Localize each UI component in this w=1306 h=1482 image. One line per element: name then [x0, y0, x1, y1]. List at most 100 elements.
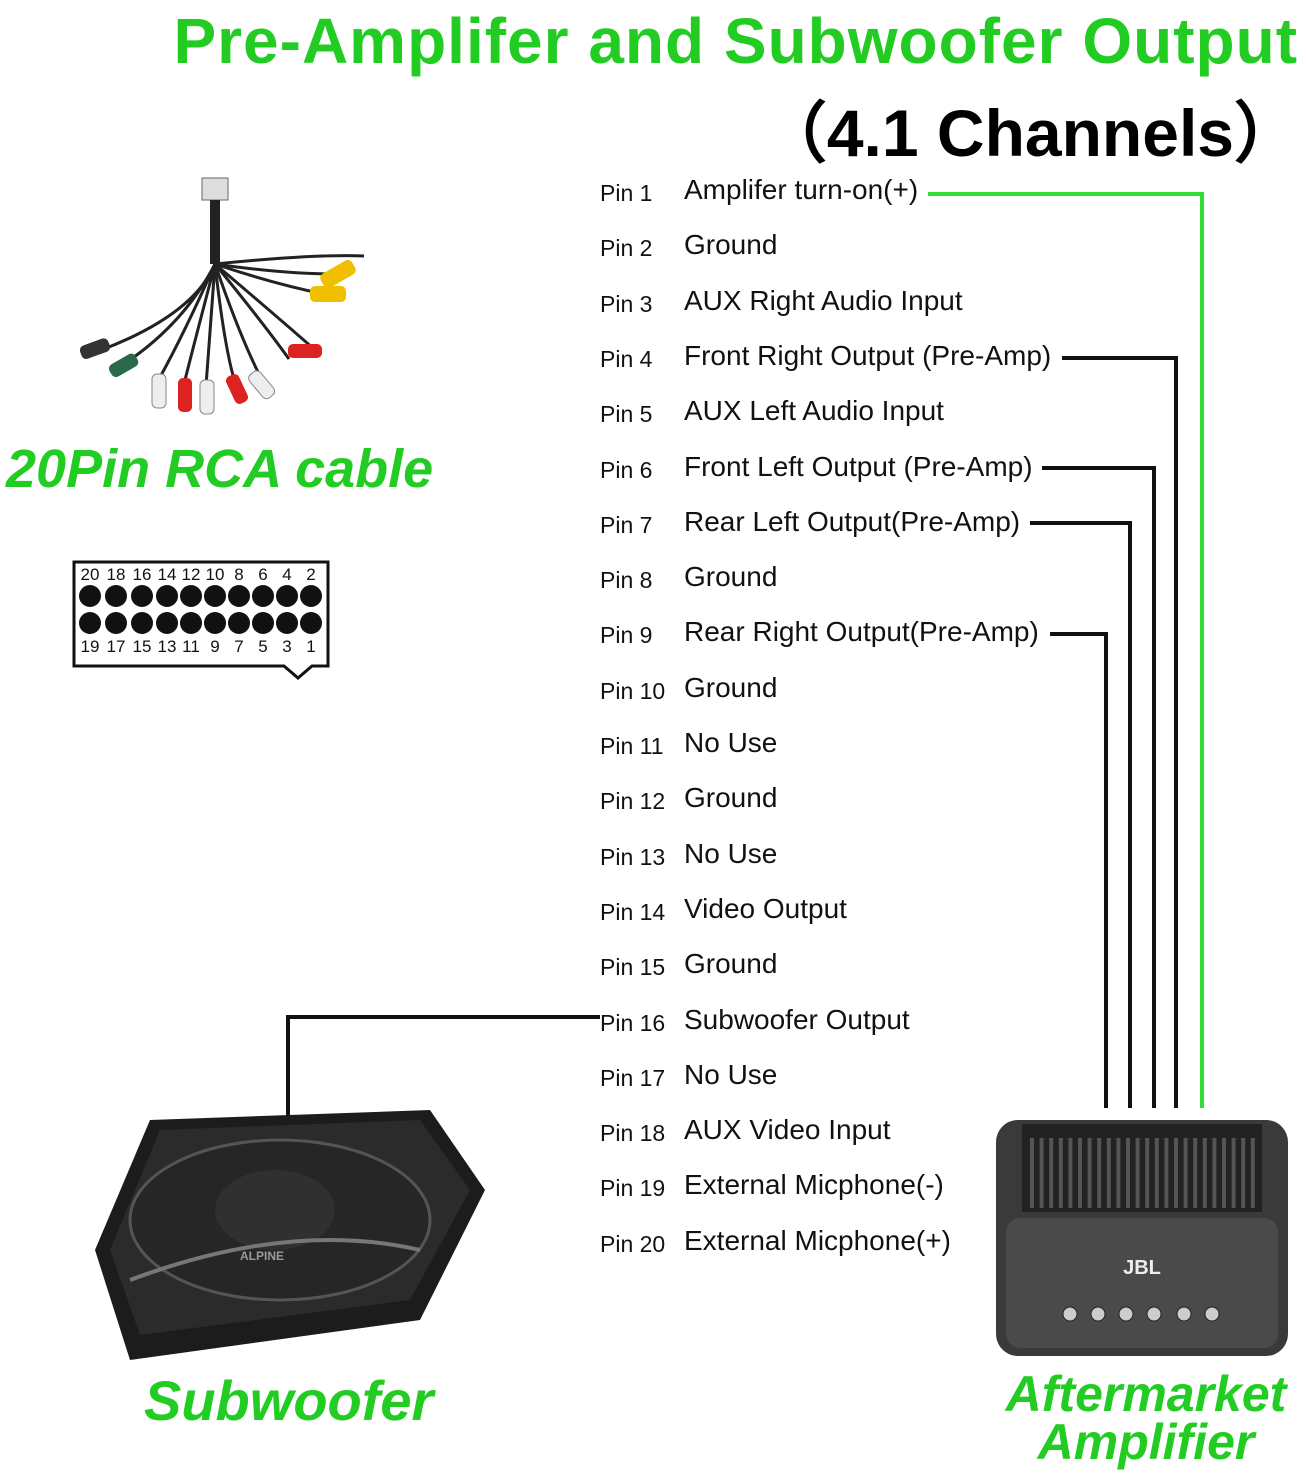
amplifier-knob [1176, 1306, 1192, 1322]
connector-pin-dot [228, 585, 250, 607]
pin-number: Pin 18 [600, 1120, 666, 1146]
amplifier-fin [1087, 1138, 1092, 1208]
connector-pin-dot [300, 612, 322, 634]
title-line-2: （4.1 Channels） [760, 96, 1300, 170]
amplifier-label-line-1: Aftermarket [1005, 1366, 1287, 1422]
pin-function: No Use [684, 1059, 778, 1090]
pin-number: Pin 2 [600, 235, 653, 261]
pin-function: External Micphone(-) [684, 1169, 944, 1200]
connector-pin-number-bottom: 9 [210, 637, 219, 656]
pin-number: Pin 4 [600, 346, 653, 372]
wire-pin6 [1042, 466, 1156, 1108]
connector-pin-number-top: 6 [258, 565, 267, 584]
amplifier-fin [1097, 1138, 1102, 1208]
amplifier-knob [1090, 1306, 1106, 1322]
connector-pin-number-bottom: 15 [133, 637, 152, 656]
pin-function: Rear Right Output(Pre-Amp) [684, 616, 1039, 647]
pin-number: Pin 17 [600, 1065, 666, 1091]
pin-function: Ground [684, 229, 778, 260]
amplifier-fin [1135, 1138, 1140, 1208]
connector-pin-number-bottom: 19 [81, 637, 100, 656]
subwoofer-brand: ALPINE [240, 1249, 284, 1263]
amplifier-fin [1030, 1138, 1034, 1208]
amplifier-fin [1126, 1138, 1130, 1208]
amplifier-fin [1174, 1138, 1178, 1208]
connector-pin-number-top: 4 [282, 565, 291, 584]
amplifier-fin [1145, 1138, 1150, 1208]
pin-function: Video Output [684, 893, 847, 924]
amplifier-fin [1193, 1138, 1198, 1208]
subwoofer-label: Subwoofer [144, 1369, 434, 1432]
pin-function: Ground [684, 782, 778, 813]
pin-function: Ground [684, 948, 778, 979]
pin-number: Pin 6 [600, 457, 653, 483]
pin-function: Ground [684, 561, 778, 592]
pin-number: Pin 8 [600, 567, 653, 593]
amplifier-fin [1222, 1138, 1226, 1208]
connector-pin-number-bottom: 7 [234, 637, 243, 656]
pin-function: Amplifer turn-on(+) [684, 174, 919, 205]
connector-pin-number-bottom: 17 [107, 637, 126, 656]
amplifier-fin [1202, 1138, 1207, 1208]
amplifier-knob [1118, 1306, 1134, 1322]
connector-pin-dot [131, 612, 153, 634]
pin-number: Pin 1 [600, 180, 653, 206]
amplifier-fin [1154, 1138, 1159, 1208]
pin-number: Pin 11 [600, 733, 664, 759]
connector-pin-number-top: 2 [306, 565, 315, 584]
pin-function: AUX Video Input [684, 1114, 891, 1145]
amplifier-label: Aftermarket Amplifier [990, 1366, 1302, 1470]
subwoofer-image: ALPINE [95, 1110, 485, 1360]
connector-pin-dot [156, 585, 178, 607]
connector-pin-number-bottom: 1 [306, 637, 315, 656]
pin-number: Pin 10 [600, 678, 666, 704]
connector-pin-dot [276, 585, 298, 607]
title-line-1: Pre-Amplifer and Subwoofer Output [173, 5, 1298, 77]
pin-function: Front Right Output (Pre-Amp) [684, 340, 1052, 371]
amplifier-knob [1204, 1306, 1220, 1322]
pin-number: Pin 9 [600, 622, 653, 648]
connector-pin-number-bottom: 5 [258, 637, 267, 656]
wire-pin1 [928, 192, 1204, 1108]
connector-pin-dot [228, 612, 250, 634]
pin-function: No Use [684, 727, 778, 758]
amplifier-label-line-2: Amplifier [1037, 1414, 1255, 1470]
connector-pin-dot [204, 612, 226, 634]
connector-pin-number-bottom: 3 [282, 637, 291, 656]
connector-pin-dot [276, 612, 298, 634]
wire-pin9 [1050, 632, 1108, 1108]
connector-pin-number-top: 18 [107, 565, 126, 584]
amplifier-image: JBL [996, 1120, 1288, 1356]
amplifier-knob [1062, 1306, 1078, 1322]
connector-pin-dot [204, 585, 226, 607]
wire-pin4 [1062, 356, 1178, 1108]
connector-pin-dot [156, 612, 178, 634]
amplifier-fin [1116, 1138, 1121, 1208]
connector-pin-number-bottom: 11 [182, 637, 200, 656]
connector-pin-number-top: 16 [133, 565, 152, 584]
connector-pin-dot [252, 612, 274, 634]
connector-pin-number-bottom: 13 [158, 637, 177, 656]
connector-pin-number-top: 8 [234, 565, 243, 584]
connector-pin-dot [300, 585, 322, 607]
amplifier-fin [1106, 1138, 1111, 1208]
amplifier-fin [1039, 1138, 1044, 1208]
wire-pin16 [286, 1015, 600, 1118]
pin-number: Pin 3 [600, 291, 653, 317]
pin-number: Pin 12 [600, 788, 666, 814]
connector-pin-dot [79, 612, 101, 634]
connector-pin-dot [79, 585, 101, 607]
pin-function: External Micphone(+) [684, 1225, 951, 1256]
pin-number: Pin 15 [600, 954, 666, 980]
amplifier-fin [1164, 1138, 1169, 1208]
connector-pin-dot [180, 612, 202, 634]
cable-label: 20Pin RCA cable [6, 439, 434, 499]
amplifier-fin [1058, 1138, 1063, 1208]
pin-function: Subwoofer Output [684, 1004, 910, 1035]
connector-pin-dot [131, 585, 153, 607]
amplifier-fin [1068, 1138, 1073, 1208]
pin-number: Pin 19 [600, 1175, 666, 1201]
amplifier-knob [1146, 1306, 1162, 1322]
